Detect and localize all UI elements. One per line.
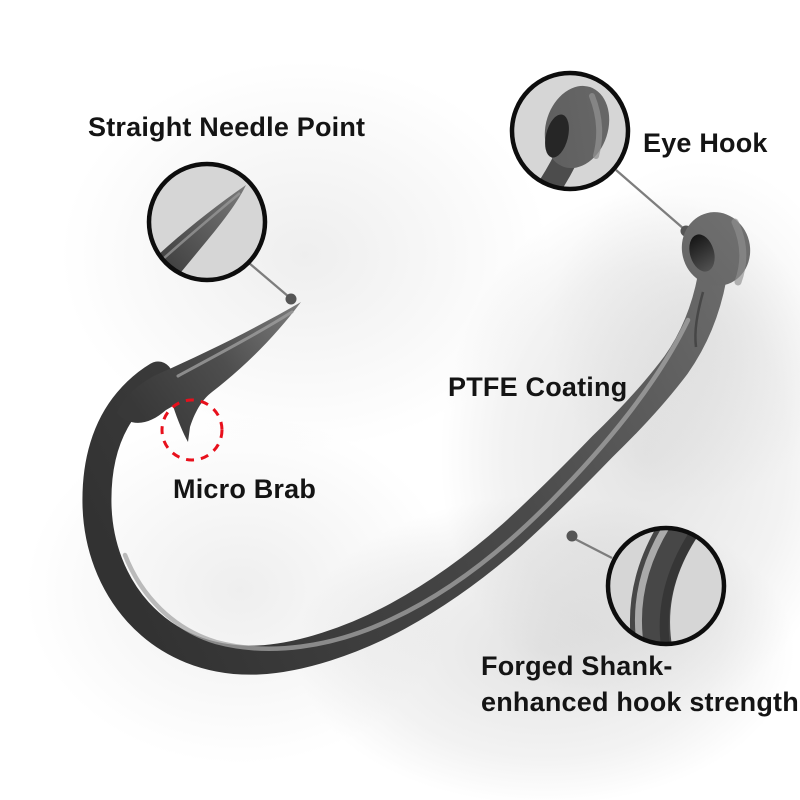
shank-pointer-dot xyxy=(566,530,578,542)
eye-callout-content xyxy=(526,85,610,189)
needle-callout-border xyxy=(146,161,268,283)
eye-hook-callout xyxy=(509,70,631,192)
hook-seam-line xyxy=(694,291,705,348)
needle-pointer-line xyxy=(248,262,290,298)
label-forged-shank-line1: Forged Shank- xyxy=(481,651,673,681)
label-forged-shank-line2: enhanced hook strength xyxy=(481,687,799,717)
needle-point-callout xyxy=(146,161,268,283)
label-forged-shank: Forged Shank- enhanced hook strength xyxy=(481,648,799,720)
hook-eye xyxy=(681,212,751,286)
forged-shank-callout xyxy=(605,525,727,647)
needle-callout-content xyxy=(149,185,246,280)
label-straight-needle-point: Straight Needle Point xyxy=(88,112,366,142)
shank-pointer-line xyxy=(574,537,613,560)
hook-body xyxy=(82,263,727,675)
point-ridge-highlight xyxy=(176,310,294,378)
micro-barb-highlight-circle xyxy=(160,398,224,462)
label-ptfe-coating: PTFE Coating xyxy=(448,372,628,402)
hook-ridge-highlight xyxy=(122,317,691,651)
hook-point xyxy=(117,302,301,442)
label-eye-hook: Eye Hook xyxy=(643,128,768,158)
eye-pointer-line xyxy=(615,169,685,230)
eye-callout-border xyxy=(509,70,631,192)
hook-photo xyxy=(82,212,751,675)
label-micro-barb: Micro Brab xyxy=(173,474,317,504)
needle-pointer-dot xyxy=(285,293,297,305)
shank-callout-border xyxy=(605,525,727,647)
